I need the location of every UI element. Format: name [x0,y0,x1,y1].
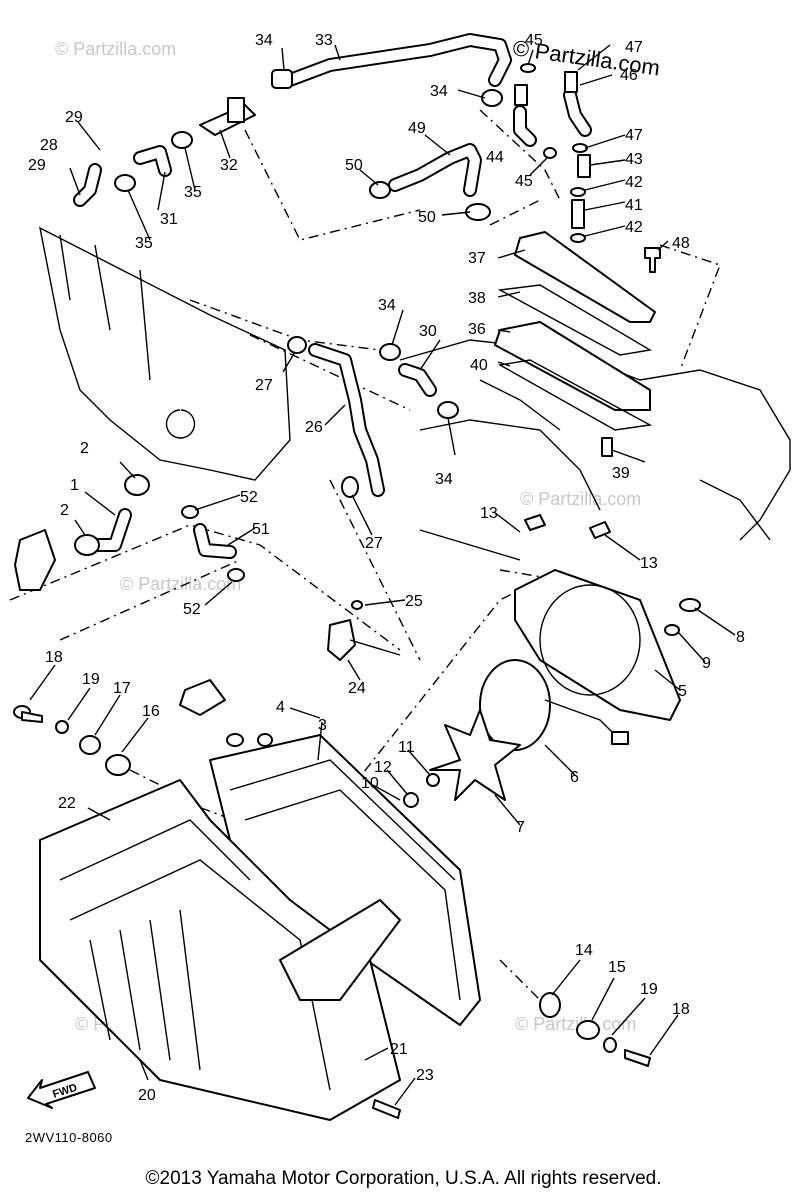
callout-label: 35 [184,184,202,201]
callout-label: 7 [516,819,525,836]
callout-label: 30 [419,323,437,340]
callout-leaders [29,44,736,1106]
callout-label: 27 [255,377,273,394]
watermark: © Partzilla.com [515,1014,636,1034]
callout-label: 29 [65,109,83,126]
callout-label: 6 [570,769,579,786]
callout-label: 31 [160,211,178,228]
diagram-code: 2WV110-8060 [25,1130,113,1145]
callout-label: 50 [345,157,363,174]
callout-label: 12 [374,759,392,776]
callout-label: 17 [113,680,131,697]
hoses [73,33,592,559]
callout-label: 15 [608,959,626,976]
callout-label: 21 [390,1041,408,1058]
callout-label: 52 [240,489,258,506]
callout-labels: 1 2 2 3 4 5 6 7 8 9 10 11 12 13 13 14 15… [28,32,745,1104]
callout-label: 38 [468,290,486,307]
callout-label: 13 [480,505,498,522]
callout-label: 34 [435,471,453,488]
callout-label: 29 [28,157,46,174]
watermark: © Partzilla.com [120,574,241,594]
callout-label: 43 [625,151,643,168]
callout-label: 18 [672,1001,690,1018]
callout-label: 13 [640,555,658,572]
reservoir-assembly [494,231,656,431]
callout-label: 46 [620,67,638,84]
callout-label: 34 [378,297,396,314]
copyright-notice: ©2013 Yamaha Motor Corporation, U.S.A. A… [145,1168,662,1189]
callout-label: 52 [183,601,201,618]
small-parts [14,63,661,661]
callout-label: 27 [365,535,383,552]
callout-label: 37 [468,250,486,267]
radiator-assembly [13,679,651,1121]
watermark: © Partzilla.com [520,489,641,509]
callout-label: 14 [575,942,593,959]
callout-label: 5 [678,683,687,700]
callout-label: 50 [418,209,436,226]
callout-label: 19 [82,671,100,688]
callout-label: 28 [40,137,58,154]
callout-label: 11 [398,739,415,756]
callout-label: 4 [276,699,285,716]
callout-label: 39 [612,465,630,482]
callout-label: 24 [348,680,366,697]
callout-label: 45 [525,32,543,49]
engine-outline [39,226,791,561]
callout-label: 45 [515,173,533,190]
callout-label: 19 [640,981,658,998]
forward-arrow-icon: FWD [27,1071,96,1109]
callout-label: 44 [486,149,504,166]
callout-label: 49 [408,120,426,137]
callout-label: 35 [135,235,153,252]
callout-label: 42 [625,174,643,191]
callout-label: 1 [70,477,79,494]
callout-label: 33 [315,32,333,49]
callout-label: 8 [736,629,745,646]
callout-label: 47 [625,39,643,56]
callout-label: 23 [416,1067,434,1084]
callout-label: 34 [255,32,273,49]
callout-label: 42 [625,219,643,236]
callout-label: 18 [45,649,63,666]
callout-label: 20 [138,1087,156,1104]
callout-label: 26 [305,419,323,436]
callout-label: 9 [702,655,711,672]
callout-label: 10 [361,775,379,792]
callout-label: 16 [142,703,160,720]
callout-label: 48 [672,235,690,252]
callout-label: 2 [80,440,89,457]
callout-label: 2 [60,502,69,519]
callout-label: 34 [430,83,448,100]
callout-label: 41 [625,197,643,214]
watermark: © Partzilla.com [55,39,176,59]
callout-label: 51 [252,521,270,538]
callout-label: 47 [625,127,643,144]
callout-label: 40 [470,357,488,374]
callout-label: 32 [220,157,238,174]
callout-label: 22 [58,795,76,812]
callout-label: 25 [405,593,423,610]
callout-label: 36 [468,321,486,338]
callout-label: 3 [318,717,327,734]
